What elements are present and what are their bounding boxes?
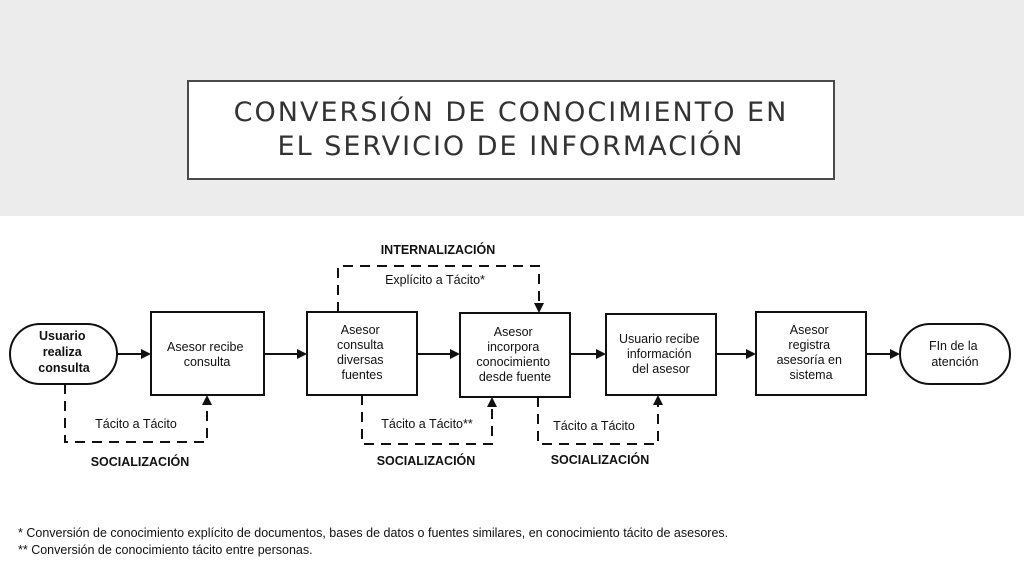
node-label-usuario-recibe: Usuario recibe información del asesor	[619, 332, 703, 376]
label-internalizacion: INTERNALIZACIÓN	[381, 242, 496, 257]
title-box: CONVERSIÓN DE CONOCIMIENTO EN EL SERVICI…	[187, 80, 835, 180]
socialization-loop-1	[64, 384, 212, 443]
node-shape-asesor-registra	[755, 311, 867, 396]
title-line-2: EL SERVICIO DE INFORMACIÓN	[277, 131, 745, 162]
diagram-canvas: Usuario realiza consulta Asesor recibe c…	[9, 242, 1011, 469]
socialization-loop-3	[537, 395, 663, 445]
node-label-asesor-registra: Asesor registra asesoría en sistema	[777, 323, 846, 382]
node-shape-usuario-recibe	[605, 313, 717, 396]
process-diagram: Usuario realiza consulta Asesor recibe c…	[0, 216, 1024, 576]
node-label-asesor-incorpora: Asesor incorpora conocimiento desde fuen…	[476, 325, 553, 384]
label-socializacion-2: SOCIALIZACIÓN	[377, 453, 476, 468]
internalization-loop	[337, 265, 544, 313]
footnote-2: ** Conversión de conocimiento tácito ent…	[18, 543, 313, 557]
node-label-end: FIn de la atención	[929, 339, 981, 369]
node-label-asesor-consulta: Asesor consulta diversas fuentes	[337, 323, 387, 382]
node-label-start: Usuario realiza consulta	[38, 329, 90, 375]
label-tacito-2: Tácito a Tácito**	[381, 417, 473, 431]
node-shape-end	[899, 323, 1011, 385]
label-tacito-3: Tácito a Tácito	[553, 419, 635, 433]
node-label-asesor-recibe: Asesor recibe consulta	[167, 340, 247, 369]
title-line-1: CONVERSIÓN DE CONOCIMIENTO EN	[233, 97, 789, 128]
socialization-loop-2	[361, 395, 497, 445]
label-socializacion-3: SOCIALIZACIÓN	[551, 452, 650, 467]
label-tacito-1: Tácito a Tácito	[95, 417, 177, 431]
label-socializacion-1: SOCIALIZACIÓN	[91, 454, 190, 469]
footnote-1: * Conversión de conocimiento explícito d…	[18, 526, 729, 540]
slide-title: CONVERSIÓN DE CONOCIMIENTO EN EL SERVICI…	[211, 96, 811, 164]
label-explicito-tacito: Explícito a Tácito*	[385, 273, 485, 287]
